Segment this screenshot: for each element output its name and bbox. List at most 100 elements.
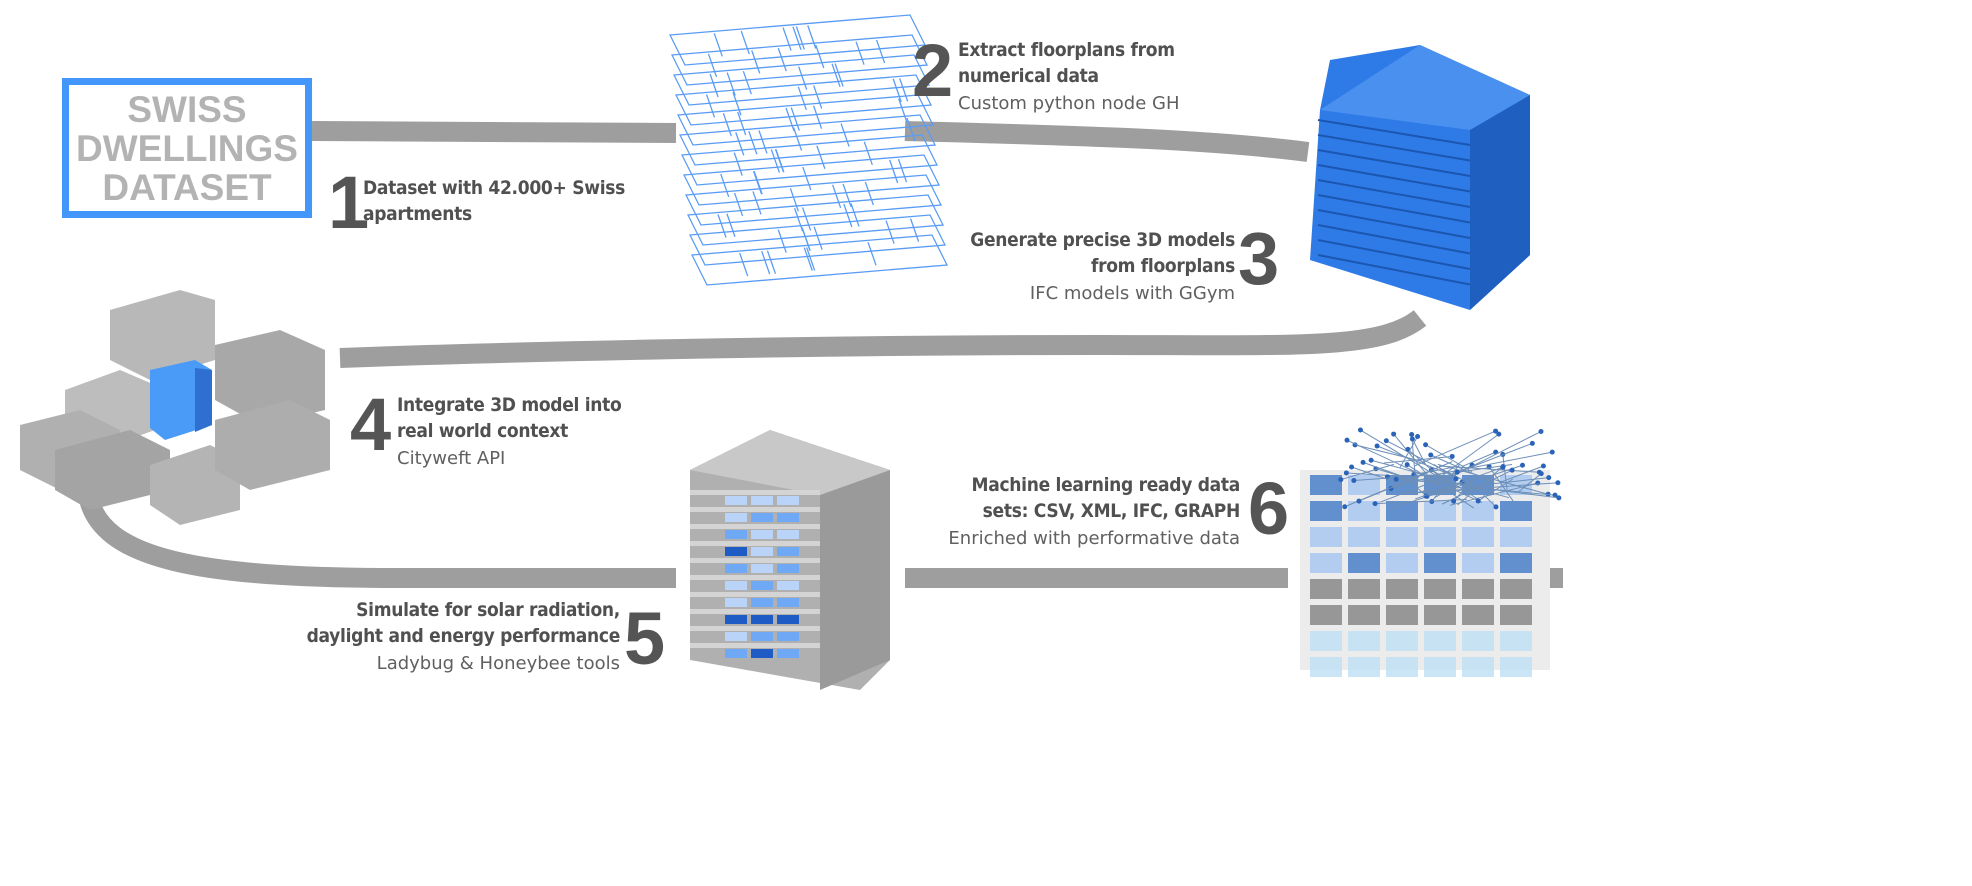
step-subtitle: Custom python node GH <box>958 93 1180 114</box>
graph-edge <box>1430 454 1495 484</box>
window-panel <box>1348 527 1380 547</box>
step-number-4: 4 <box>350 383 392 466</box>
step-title: Extract floorplans from <box>958 39 1175 61</box>
graph-node <box>1372 501 1378 507</box>
step-5: Simulate for solar radiation, daylight a… <box>307 597 621 679</box>
floorplan-wall <box>889 159 899 184</box>
floorplan-wall <box>789 188 799 212</box>
graph-node <box>1428 452 1434 458</box>
floorplan-wall <box>777 229 787 253</box>
floorplan-wall <box>742 71 752 95</box>
floor-line <box>1317 149 1471 177</box>
floor-slab <box>690 490 820 495</box>
graph-node <box>1415 434 1421 440</box>
window-panel <box>725 547 747 556</box>
window-panel <box>751 513 773 522</box>
floorplan-layer <box>682 154 941 206</box>
graph-edge <box>1351 466 1403 485</box>
floorplan-wall <box>906 117 916 142</box>
graph-edge <box>1390 464 1523 510</box>
step-subtitle: Cityweft API <box>397 448 506 469</box>
floorplan-wall <box>726 72 736 96</box>
blue-building-illustration <box>1310 45 1530 310</box>
floorplan-wall <box>713 33 723 57</box>
floorplan-wall <box>705 94 716 118</box>
graph-node <box>1343 470 1349 476</box>
window-panel <box>1424 657 1456 677</box>
graph-node <box>1500 464 1506 470</box>
graph-edge <box>1393 433 1430 478</box>
floor-slab <box>690 524 820 529</box>
window-panel <box>1310 657 1342 677</box>
floorplan-wall <box>782 27 792 51</box>
floorplan-wall <box>752 170 763 195</box>
floorplan-wall <box>840 123 850 147</box>
graph-node <box>1349 464 1355 470</box>
floorplan-wall <box>843 203 853 228</box>
floorplan-wall <box>855 41 865 65</box>
floorplan-wall <box>751 50 761 74</box>
window-panel <box>1310 579 1342 599</box>
graph-node <box>1374 443 1380 449</box>
window-panel <box>751 564 773 573</box>
floorplan-wall <box>803 247 813 271</box>
floor-line <box>1317 134 1471 162</box>
floorplan-wall <box>875 39 886 64</box>
step-4: Integrate 3D model into real world conte… <box>397 392 622 474</box>
window-panel <box>1310 605 1342 625</box>
window-panel <box>1462 527 1494 547</box>
step-title: Simulate for solar radiation, <box>356 599 620 621</box>
window-panel <box>725 598 747 607</box>
graph-node <box>1538 471 1544 477</box>
floorplan-wall <box>897 158 908 183</box>
step-title: real world context <box>397 420 568 442</box>
graph-node <box>1549 449 1555 455</box>
graph-edge <box>1485 488 1559 499</box>
floor-slab <box>690 507 820 512</box>
graph-node <box>1454 469 1460 475</box>
window-panel <box>777 513 799 522</box>
window-panel <box>1348 475 1380 495</box>
window-panel <box>1424 579 1456 599</box>
floorplan-wall <box>813 226 823 250</box>
window-panel <box>777 581 799 590</box>
window-panel <box>1500 579 1532 599</box>
window-panel <box>751 598 773 607</box>
graph-node <box>1344 437 1350 443</box>
window-panel <box>725 496 747 505</box>
graph-edge <box>1360 429 1449 484</box>
connector-2-3 <box>904 121 1310 162</box>
floorplan-layer <box>680 134 939 186</box>
floorplan-wall <box>790 107 800 131</box>
window-panel <box>1348 579 1380 599</box>
floorplan-wall <box>726 213 736 237</box>
floorplan-wall <box>812 105 823 129</box>
floor-line <box>1317 179 1471 208</box>
window-panel <box>1386 553 1418 573</box>
city-context-illustration <box>20 290 330 525</box>
floorplan-layer <box>690 234 949 286</box>
window-panel <box>1500 527 1532 547</box>
floorplan-layer <box>670 34 929 86</box>
step-subtitle: IFC models with GGym <box>1029 283 1235 304</box>
floorplan-layer <box>686 194 945 246</box>
floorplan-wall <box>766 250 777 274</box>
step-6: Machine learning ready data sets: CSV, X… <box>948 472 1240 554</box>
floorplan-wall <box>722 113 732 137</box>
window-panel <box>1500 631 1532 651</box>
floorplan-wall <box>909 218 920 242</box>
graph-node <box>1509 467 1515 473</box>
floor-slab <box>690 541 820 546</box>
window-panel <box>1310 527 1342 547</box>
floor-line <box>1317 119 1471 146</box>
step-3: Generate precise 3D models from floorpla… <box>970 227 1235 309</box>
graph-edge <box>1461 451 1496 468</box>
floor-slab <box>690 609 820 614</box>
floorplan-wall <box>720 173 730 198</box>
window-panel <box>725 649 747 658</box>
window-panel <box>1500 501 1532 521</box>
window-panel <box>725 632 747 641</box>
graph-node <box>1555 480 1561 486</box>
graph-edge <box>1396 478 1441 484</box>
